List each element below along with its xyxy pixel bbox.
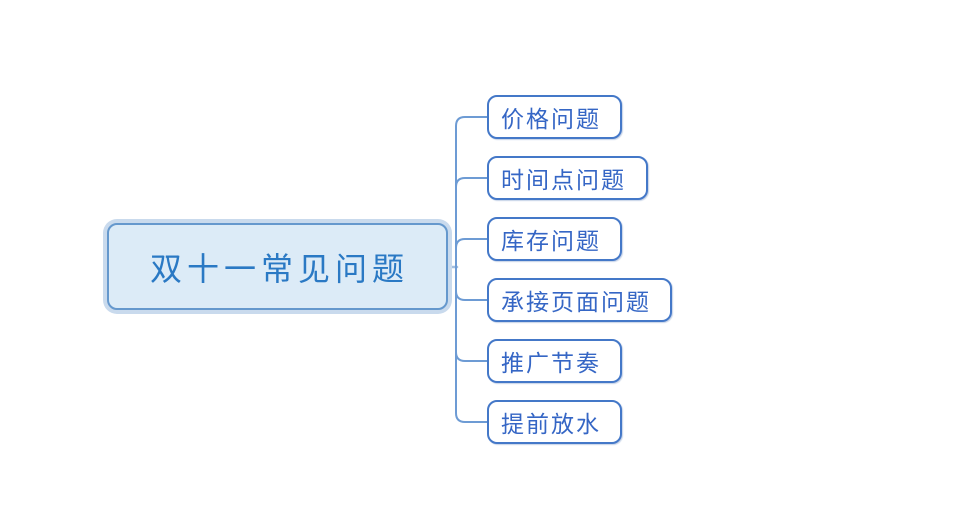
connector-line — [455, 116, 488, 268]
subtopic-node-promotion-rhythm[interactable]: 推广节奏 — [487, 339, 622, 383]
connector-line — [455, 266, 488, 362]
connector-line — [455, 266, 488, 301]
subtopic-node-landing-page[interactable]: 承接页面问题 — [487, 278, 672, 322]
connector-line — [455, 266, 488, 423]
root-topic-node[interactable]: 双十一常见问题 — [107, 223, 448, 310]
subtopic-node-early-release[interactable]: 提前放水 — [487, 400, 622, 444]
subtopic-node-inventory[interactable]: 库存问题 — [487, 217, 622, 261]
root-topic-label: 双十一常见问题 — [149, 250, 409, 287]
subtopic-node-price[interactable]: 价格问题 — [487, 95, 622, 139]
connector-line — [455, 177, 488, 268]
connector-line — [455, 238, 488, 268]
subtopic-node-timing[interactable]: 时间点问题 — [487, 156, 648, 200]
